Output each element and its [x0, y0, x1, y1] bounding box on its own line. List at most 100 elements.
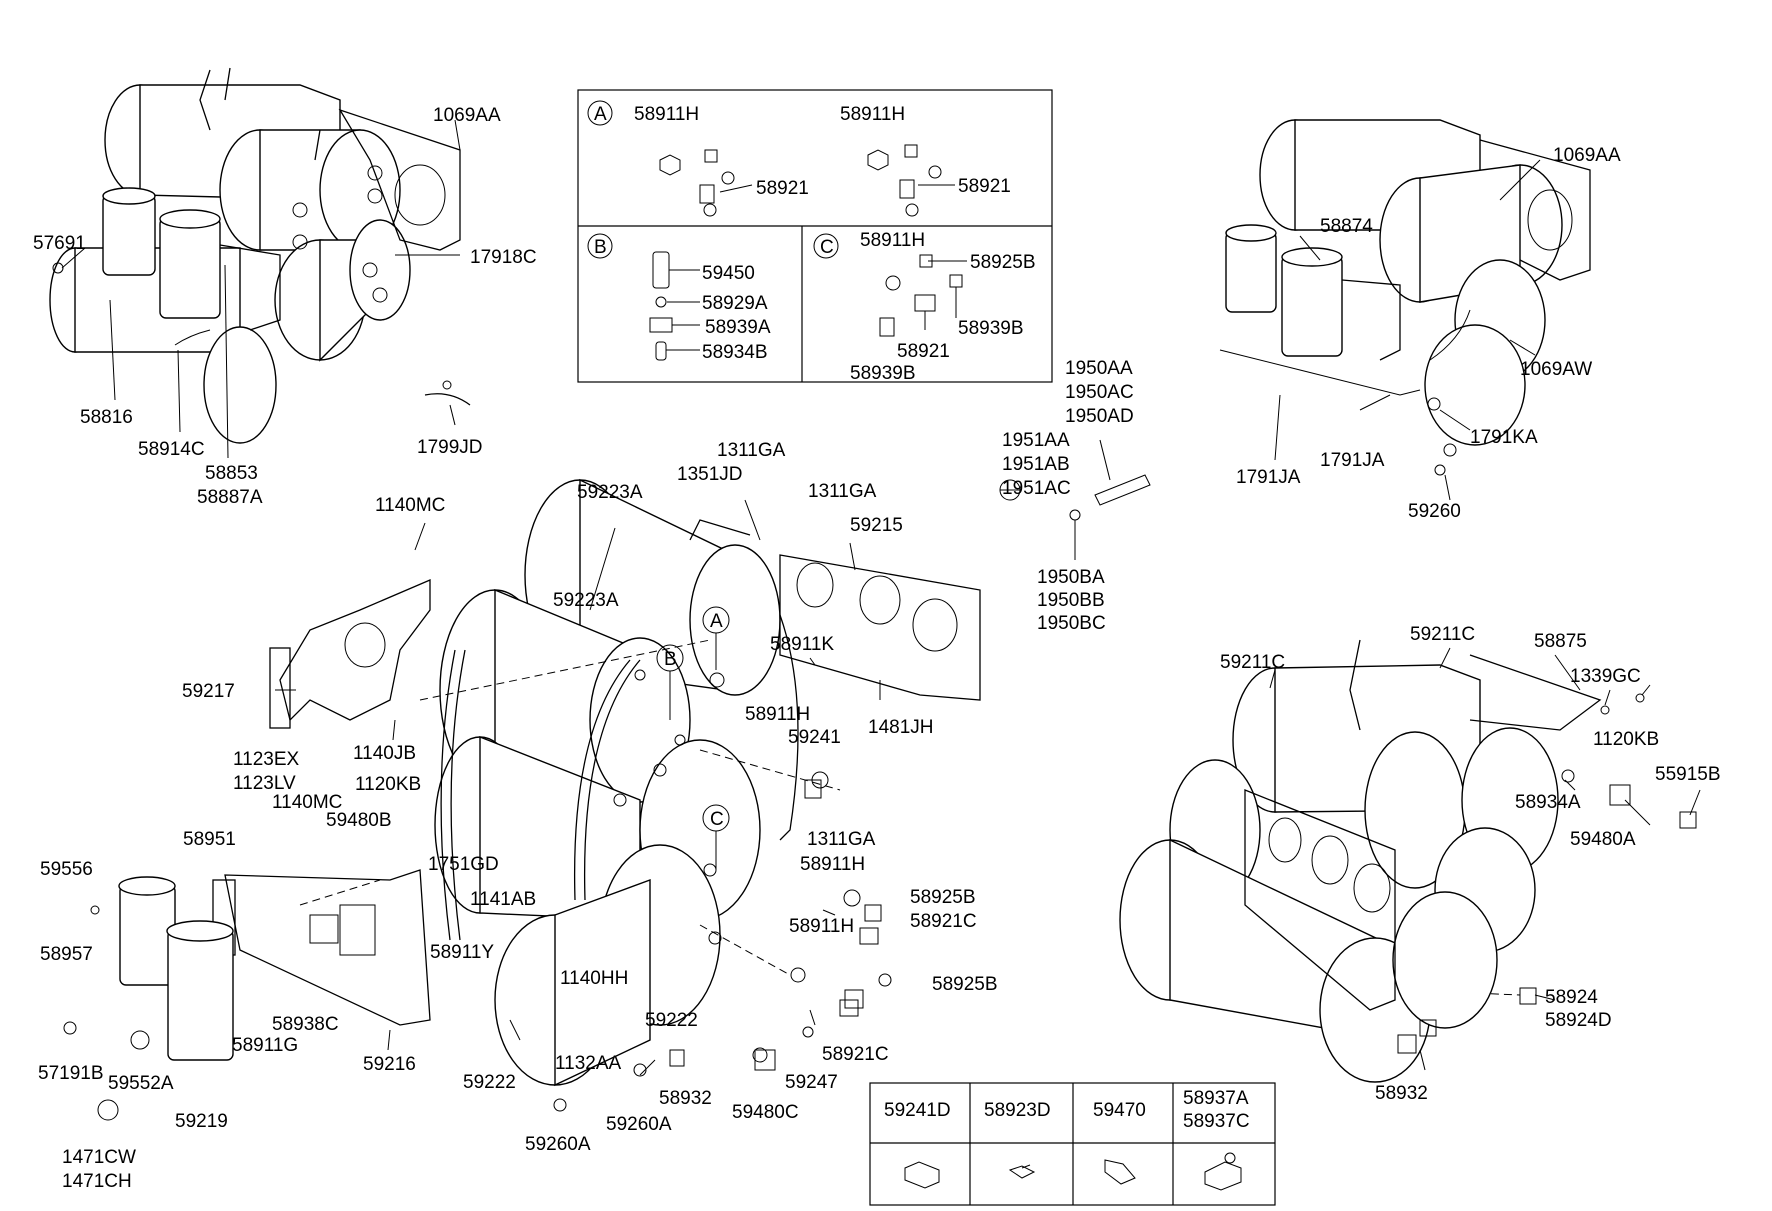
part-label: 59247 — [785, 1072, 838, 1093]
part-label: 58929A — [702, 293, 768, 314]
part-label: 58911Y — [430, 942, 494, 963]
part-label: 1950BC — [1037, 613, 1106, 634]
part-label: 58925B — [910, 887, 976, 908]
part-label: 1471CW — [62, 1147, 136, 1168]
part-label: 1950BB — [1037, 590, 1105, 611]
part-label: 58939B — [850, 363, 916, 384]
part-label: 58938C — [272, 1014, 339, 1035]
legend-headers: 59241D 58923D 59470 58937A 58937C — [884, 1088, 1250, 1132]
part-label: 1791KA — [1470, 427, 1538, 448]
part-label: 1351JD — [677, 464, 743, 485]
part-label: 1069AW — [1520, 359, 1592, 380]
drawing-callout-b: B — [664, 649, 677, 670]
part-label: 58932 — [659, 1088, 712, 1109]
legend-header: 58937A — [1183, 1088, 1249, 1109]
bottom-right-assembly — [1119, 639, 1701, 1083]
part-label: 59223A — [553, 590, 619, 611]
part-label: 59260A — [606, 1114, 672, 1135]
part-label: 58925B — [932, 974, 998, 995]
part-label: 1311GA — [808, 481, 877, 502]
part-label: 59552A — [108, 1073, 174, 1094]
part-label: 58939A — [705, 317, 771, 338]
part-label: 59216 — [363, 1054, 416, 1075]
part-label: 1950BA — [1037, 567, 1105, 588]
inset-callout-b: B — [594, 237, 607, 258]
part-label: 58816 — [80, 407, 133, 428]
part-label: 59222 — [645, 1010, 698, 1031]
part-label: 58934B — [702, 342, 768, 363]
part-label: 1950AC — [1065, 382, 1134, 403]
part-label: 57191B — [38, 1063, 104, 1084]
top-left-assembly — [49, 67, 471, 459]
part-label: 59241 — [788, 727, 841, 748]
part-label: 58875 — [1534, 631, 1587, 652]
part-label: 1951AA — [1002, 430, 1070, 451]
part-label: 1120KB — [1593, 729, 1659, 750]
part-label: 1123EX — [233, 749, 300, 770]
part-label: 58887A — [197, 487, 263, 508]
part-label: 1123LV — [233, 773, 296, 794]
part-label: 1951AC — [1002, 478, 1071, 499]
part-label: 1140JB — [353, 743, 416, 764]
part-label: 1339GC — [1570, 666, 1641, 687]
part-label: 59260A — [525, 1134, 591, 1155]
part-label: 58911K — [770, 634, 834, 655]
inset-labels: 58911H 58921 58911H 58921 59450 58929A 5… — [634, 104, 1036, 384]
part-label: 1951AB — [1002, 454, 1070, 475]
legend-header: 58923D — [984, 1100, 1051, 1121]
part-label: 1471CH — [62, 1171, 132, 1192]
part-label: 58921C — [822, 1044, 889, 1065]
part-label: 1140MC — [375, 495, 445, 516]
top-right-labels: 1069AA 58874 1069AW 1791JA 1791JA 1791KA… — [1236, 145, 1621, 522]
part-label: 59215 — [850, 515, 903, 536]
part-label: 1069AA — [1553, 145, 1621, 166]
part-label: 58874 — [1320, 216, 1373, 237]
part-label: 1120KB — [355, 774, 421, 795]
center-assembly — [63, 439, 1521, 1121]
callout-markers — [656, 606, 730, 870]
part-label: 58924 — [1545, 987, 1598, 1008]
part-label: 59480A — [1570, 829, 1636, 850]
center-labels: 1950AA 1950AC 1950AD 1951AA 1951AB 1951A… — [38, 358, 1134, 1192]
part-label: 1132AA — [555, 1053, 622, 1074]
part-label: 58911H — [800, 854, 865, 875]
part-label: 58911G — [232, 1035, 298, 1056]
part-label: 58934A — [1515, 792, 1581, 813]
part-label: 1751GD — [428, 854, 499, 875]
inset-details — [577, 89, 1053, 383]
part-label: 1791JA — [1236, 467, 1301, 488]
part-label: 1141AB — [470, 889, 536, 910]
part-label: 1481JH — [868, 717, 934, 738]
callout-letters: A B C A B C — [594, 104, 834, 830]
part-label: 1799JD — [417, 437, 483, 458]
part-label: 59217 — [182, 681, 235, 702]
part-label: 59450 — [702, 263, 755, 284]
part-label: 59211C — [1410, 624, 1475, 645]
part-label: 1311GA — [807, 829, 876, 850]
part-label: 59556 — [40, 859, 93, 880]
top-right-assembly — [1219, 119, 1591, 501]
part-label: 58951 — [183, 829, 236, 850]
part-label: 59260 — [1408, 501, 1461, 522]
legend-header: 58937C — [1183, 1111, 1250, 1132]
bottom-right-labels: 59211C 59211C 58875 1339GC 1120KB 55915B… — [1220, 624, 1721, 1104]
part-label: 58911H — [840, 104, 905, 125]
part-label: 58853 — [205, 463, 258, 484]
part-label: 58911H — [634, 104, 699, 125]
part-label: 1950AA — [1065, 358, 1133, 379]
part-label: 57691 — [33, 233, 86, 254]
part-label: 58911H — [860, 230, 925, 251]
part-label: 55915B — [1655, 764, 1721, 785]
top-left-labels: 1069AA 57691 17918C 58816 58914C 58853 5… — [33, 105, 537, 508]
inset-callout-c: C — [820, 237, 834, 258]
part-label: 59223A — [577, 482, 643, 503]
part-label: 1140MC — [272, 792, 342, 813]
drawing-callout-c: C — [710, 809, 724, 830]
part-label: 58939B — [958, 318, 1024, 339]
part-label: 59222 — [463, 1072, 516, 1093]
part-label: 1311GA — [717, 440, 786, 461]
part-label: 1791JA — [1320, 450, 1385, 471]
part-label: 58911H — [789, 916, 854, 937]
